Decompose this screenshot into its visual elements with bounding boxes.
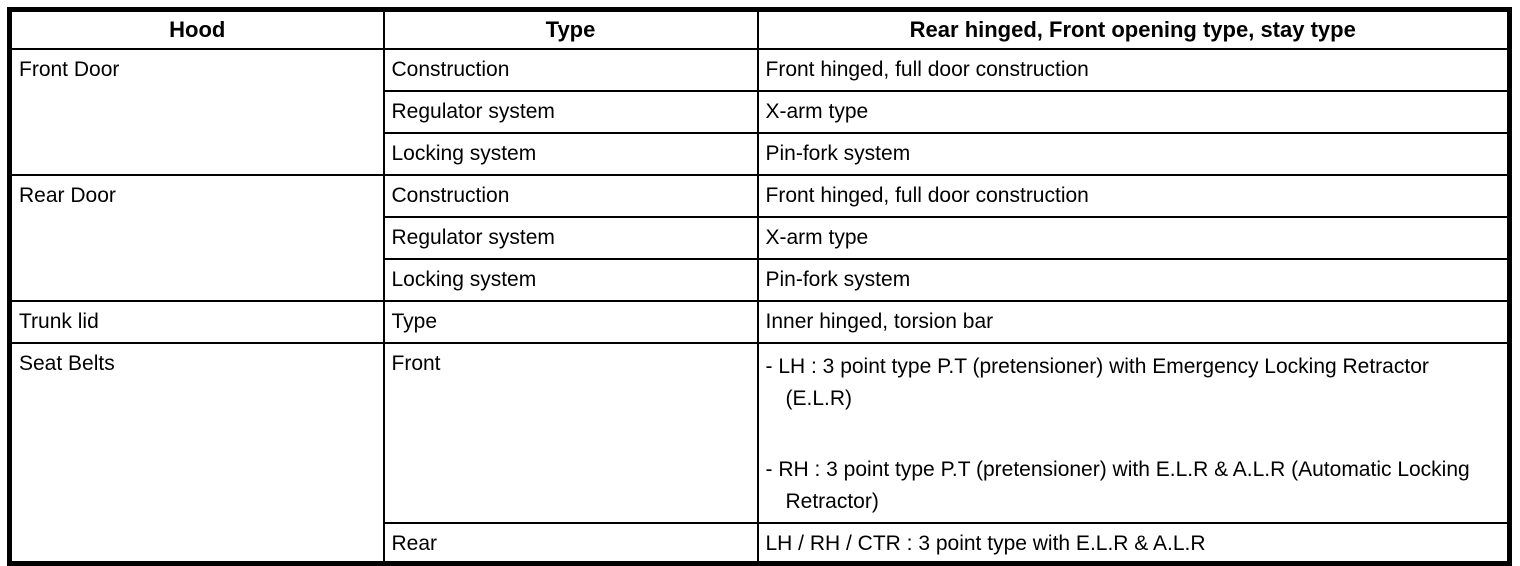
header-cell-type: Type — [382, 8, 759, 50]
value-cell: Front hinged, full door construction — [756, 47, 1511, 92]
value-cell: Inner hinged, torsion bar — [756, 299, 1511, 344]
table-row-trunk-lid: Trunk lid Type Inner hinged, torsion bar — [8, 299, 1511, 344]
table-row-rear-door-locking: Locking system Pin-fork system — [10, 257, 1511, 302]
group-cell-rear-door: Rear Door — [8, 173, 385, 302]
header-cell-hood-spec: Rear hinged, Front opening type, stay ty… — [756, 8, 1511, 50]
type-cell: Construction — [382, 173, 759, 218]
type-cell: Locking system — [382, 131, 759, 176]
value-cell: LH / RH / CTR : 3 point type with E.L.R … — [756, 521, 1511, 565]
seat-belt-front-rh-spec: - RH : 3 point type P.T (pretensioner) w… — [765, 457, 1470, 513]
table-row-rear-door-construction: Rear Door Construction Front hinged, ful… — [8, 173, 1511, 302]
type-cell: Construction — [382, 47, 759, 92]
value-cell: X-arm type — [756, 89, 1511, 134]
table-row-seat-belts-front: Seat Belts Front - LH : 3 point type P.T… — [8, 341, 1511, 565]
group-cell-seat-belts: Seat Belts — [8, 341, 385, 565]
value-cell: Front hinged, full door construction — [756, 173, 1511, 218]
value-cell: X-arm type — [756, 215, 1511, 260]
type-cell: Regulator system — [382, 89, 759, 134]
header-cell-hood: Hood — [8, 8, 385, 50]
type-cell: Type — [382, 299, 759, 344]
type-cell: Rear — [382, 521, 759, 565]
value-cell: Pin-fork system — [756, 257, 1511, 302]
table-row-front-door-locking: Locking system Pin-fork system — [10, 131, 1511, 176]
value-cell-seat-belts-front: - LH : 3 point type P.T (pretensioner) w… — [756, 341, 1511, 524]
table-row-rear-door-regulator: Regulator system X-arm type — [10, 215, 1511, 260]
seat-belt-front-lh-spec: - LH : 3 point type P.T (pretensioner) w… — [765, 354, 1429, 410]
body-specifications-table: Hood Type Rear hinged, Front opening typ… — [7, 7, 1512, 566]
value-cell: Pin-fork system — [756, 131, 1511, 176]
table-row-seat-belts-rear: Rear LH / RH / CTR : 3 point type with E… — [10, 521, 1511, 565]
table-row-front-door-regulator: Regulator system X-arm type — [10, 89, 1511, 134]
header-row: Hood Type Rear hinged, Front opening typ… — [8, 8, 1511, 50]
type-cell: Front — [382, 341, 759, 524]
type-cell: Locking system — [382, 257, 759, 302]
type-cell: Regulator system — [382, 215, 759, 260]
table-row-front-door-construction: Front Door Construction Front hinged, fu… — [8, 47, 1511, 176]
group-cell-trunk-lid: Trunk lid — [8, 299, 385, 344]
group-cell-front-door: Front Door — [8, 47, 385, 176]
